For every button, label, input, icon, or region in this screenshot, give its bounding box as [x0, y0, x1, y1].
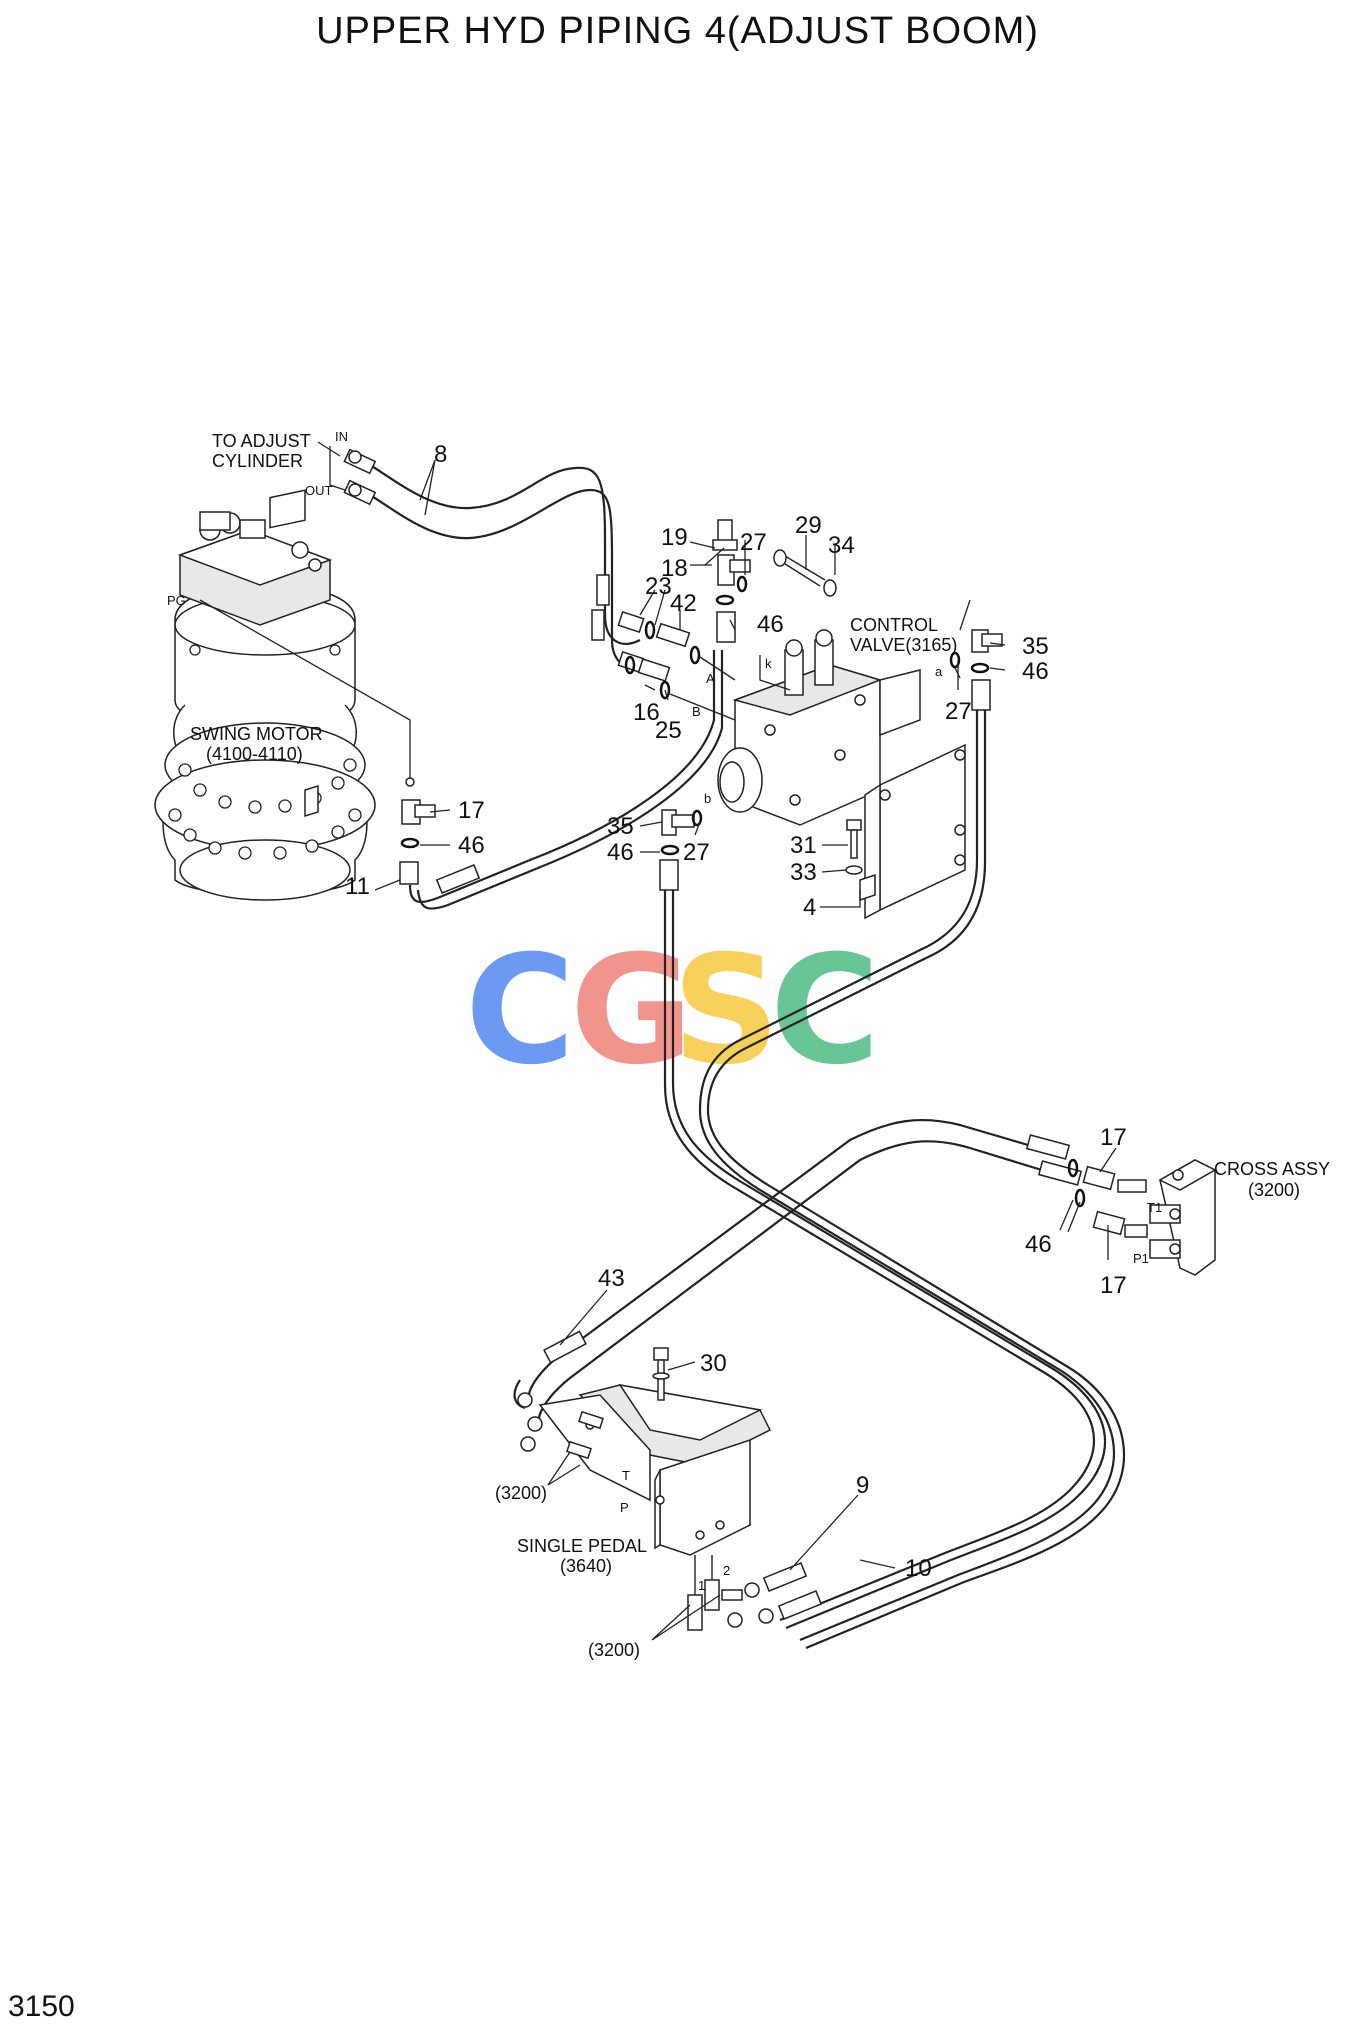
- swing-motor-fittings: [399, 650, 724, 910]
- port-k: k: [765, 656, 772, 671]
- notes: TO ADJUST CYLINDER IN OUT PG SWING MOTOR…: [167, 429, 1330, 1660]
- port-b-upper: B: [692, 704, 701, 719]
- part-number-23: 23: [645, 573, 672, 600]
- port-a-lower: a: [935, 664, 943, 679]
- note-swing-motor-1: SWING MOTOR: [190, 724, 323, 744]
- part-numbers: 8 19 27 29 34 18 23 42 46 35 46 27 16 25…: [345, 441, 1127, 1582]
- watermark-logo: C G S C: [465, 924, 880, 1098]
- part-number-42: 42: [670, 590, 697, 617]
- part-number-27: 27: [683, 839, 710, 866]
- part-number-35: 35: [607, 813, 634, 840]
- hose-9-10-ends: [727, 1562, 823, 1628]
- part-number-30: 30: [700, 1350, 727, 1377]
- part-number-46: 46: [1025, 1231, 1052, 1258]
- control-valve: [717, 629, 921, 826]
- part-number-46: 46: [607, 839, 634, 866]
- part-number-29: 29: [795, 512, 822, 539]
- port-labels: k A B a b T1 P1 T P 1 2: [620, 656, 1162, 1593]
- part-number-35: 35: [1022, 633, 1049, 660]
- note-single-pedal-2: (3640): [560, 1556, 612, 1576]
- page-title: UPPER HYD PIPING 4(ADJUST BOOM): [316, 10, 1039, 52]
- watermark-letter-c1: C: [465, 924, 575, 1098]
- part-number-17: 17: [1100, 1272, 1127, 1299]
- cross-assy: [1067, 1158, 1217, 1276]
- port-p: P: [620, 1500, 629, 1515]
- page-number: 3150: [8, 1990, 75, 2023]
- note-cross-assy-2: (3200): [1248, 1180, 1300, 1200]
- port-b-lower: b: [704, 791, 711, 806]
- hose-8: [343, 448, 641, 670]
- part-number-17: 17: [458, 797, 485, 824]
- note-control-valve-2: VALVE(3165): [850, 635, 957, 655]
- part-number-33: 33: [790, 859, 817, 886]
- leader-lines: [317, 441, 1117, 1641]
- part-number-10: 10: [905, 1555, 932, 1582]
- left-valve-fittings: [617, 610, 736, 721]
- port-1: 1: [698, 1578, 705, 1593]
- note-ref-3200-a: (3200): [495, 1483, 547, 1503]
- part-number-17: 17: [1100, 1124, 1127, 1151]
- part-number-16: 16: [633, 699, 660, 726]
- port-p1: P1: [1133, 1251, 1149, 1266]
- part-number-18: 18: [661, 555, 688, 582]
- part-number-8: 8: [434, 441, 447, 468]
- note-swing-motor-2: (4100-4110): [206, 744, 303, 764]
- part-number-25: 25: [655, 717, 682, 744]
- top-fittings: [704, 519, 751, 643]
- hose-43: [513, 1118, 1083, 1452]
- part-number-11: 11: [345, 873, 370, 900]
- label-in: IN: [335, 429, 348, 444]
- swing-motor: [154, 489, 376, 901]
- part-number-27: 27: [945, 698, 972, 725]
- part-number-27: 27: [740, 529, 767, 556]
- watermark-letter-c2: C: [770, 924, 880, 1098]
- part-number-19: 19: [661, 524, 688, 551]
- port-t: T: [622, 1468, 630, 1483]
- bolt-29: [773, 549, 837, 597]
- note-cross-assy-1: CROSS ASSY: [1214, 1159, 1330, 1179]
- note-control-valve-1: CONTROL: [850, 615, 938, 635]
- bottom-valve-fittings: [659, 809, 1126, 1650]
- part-number-4: 4: [803, 894, 816, 921]
- part-number-46: 46: [757, 611, 784, 638]
- note-single-pedal-1: SINGLE PEDAL: [517, 1536, 647, 1556]
- bracket: [859, 743, 966, 920]
- label-pg: PG: [167, 593, 186, 608]
- note-to-adjust-1: TO ADJUST: [212, 431, 311, 451]
- watermark-letter-s: S: [672, 924, 780, 1098]
- note-ref-3200-b: (3200): [588, 1640, 640, 1660]
- part-number-43: 43: [598, 1265, 625, 1292]
- port-a-upper: A: [706, 671, 715, 686]
- note-to-adjust-2: CYLINDER: [212, 451, 303, 471]
- label-out: OUT: [305, 483, 333, 498]
- bolt-31: [845, 819, 863, 875]
- part-number-46: 46: [458, 832, 485, 859]
- part-number-31: 31: [790, 832, 817, 859]
- part-number-46: 46: [1022, 658, 1049, 685]
- right-valve-fittings: [698, 629, 1003, 1111]
- part-number-9: 9: [856, 1472, 869, 1499]
- port-2: 2: [723, 1563, 730, 1578]
- port-t1: T1: [1147, 1200, 1162, 1215]
- part-number-34: 34: [828, 532, 855, 559]
- single-pedal: [538, 1347, 772, 1631]
